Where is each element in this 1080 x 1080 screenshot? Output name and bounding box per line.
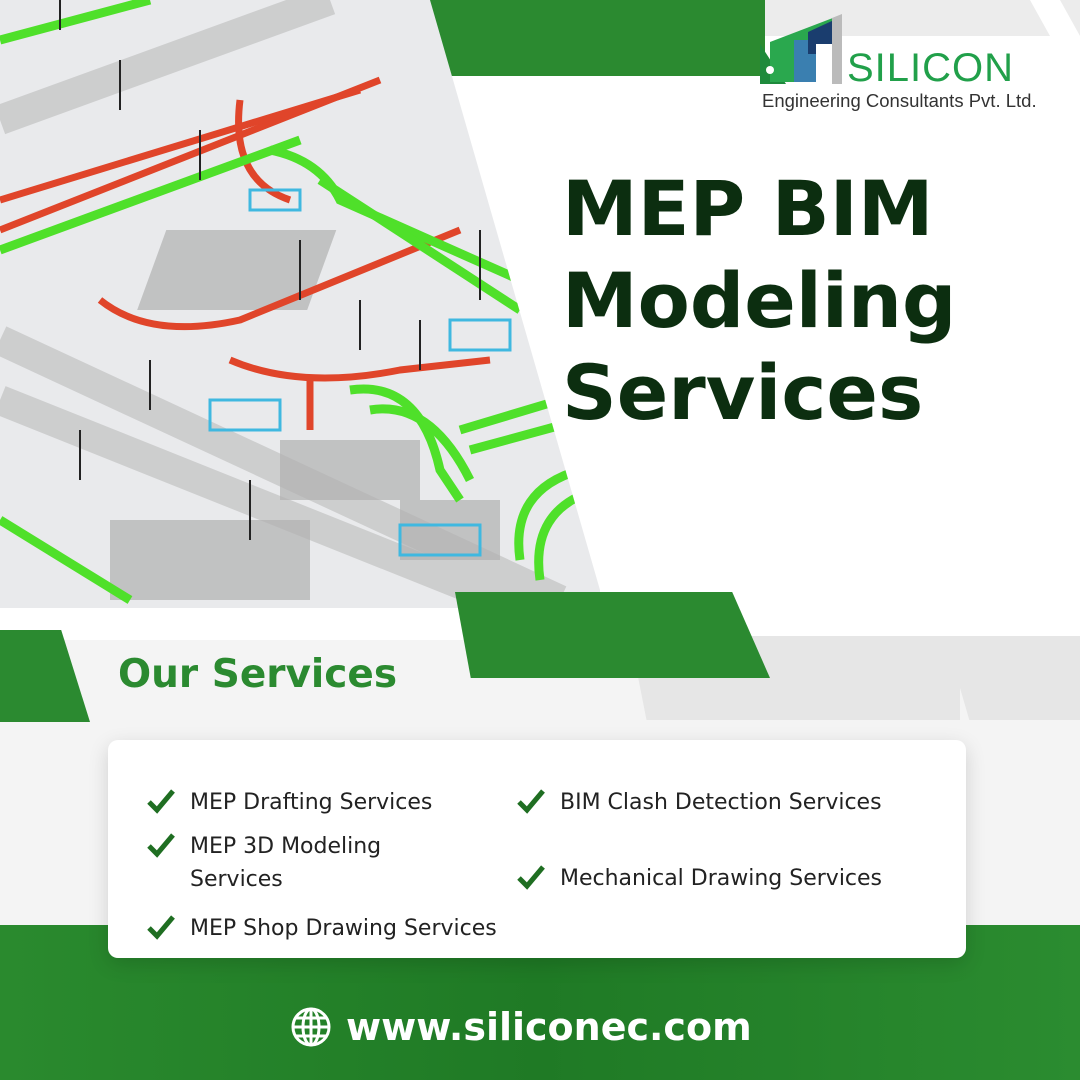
check-icon	[147, 915, 175, 940]
services-card: MEP Drafting Services BIM Clash Detectio…	[108, 740, 966, 958]
title-line: MEP BIM	[562, 164, 934, 253]
service-label: MEP Shop Drawing Services	[190, 916, 497, 941]
services-heading: Our Services	[118, 652, 398, 697]
brand-subtitle: Engineering Consultants Pvt. Ltd.	[762, 90, 1037, 111]
company-logo	[758, 14, 1058, 114]
title-line: Modeling	[562, 256, 957, 345]
mep-model-image	[0, 0, 600, 608]
title-line: Services	[562, 348, 924, 437]
check-icon	[147, 789, 175, 814]
service-item: MEP 3D Modeling Services	[146, 830, 436, 896]
decor-green-bar	[455, 592, 770, 678]
decor-green-top	[420, 0, 765, 76]
service-label: MEP 3D Modeling Services	[190, 834, 382, 892]
decor-grey-tab	[945, 636, 1080, 720]
page-title: MEP BIM Modeling Services	[562, 163, 956, 439]
service-label: BIM Clash Detection Services	[560, 790, 882, 815]
service-item: Mechanical Drawing Services	[516, 862, 882, 895]
service-label: Mechanical Drawing Services	[560, 866, 883, 891]
service-item: BIM Clash Detection Services	[516, 786, 882, 819]
decor-green-left	[0, 630, 90, 722]
check-icon	[147, 833, 175, 858]
check-icon	[517, 789, 545, 814]
check-icon	[517, 865, 545, 890]
website-url[interactable]: www.siliconec.com	[346, 1005, 752, 1049]
service-item: MEP Shop Drawing Services	[146, 912, 497, 945]
brand-name: SILICON	[847, 46, 1015, 90]
service-label: MEP Drafting Services	[190, 790, 433, 815]
website-link[interactable]: www.siliconec.com	[290, 1005, 752, 1049]
logo-mark-icon	[760, 14, 842, 84]
service-item: MEP Drafting Services	[146, 786, 432, 819]
decor-grey-band	[740, 0, 1080, 36]
globe-icon	[291, 1007, 331, 1047]
